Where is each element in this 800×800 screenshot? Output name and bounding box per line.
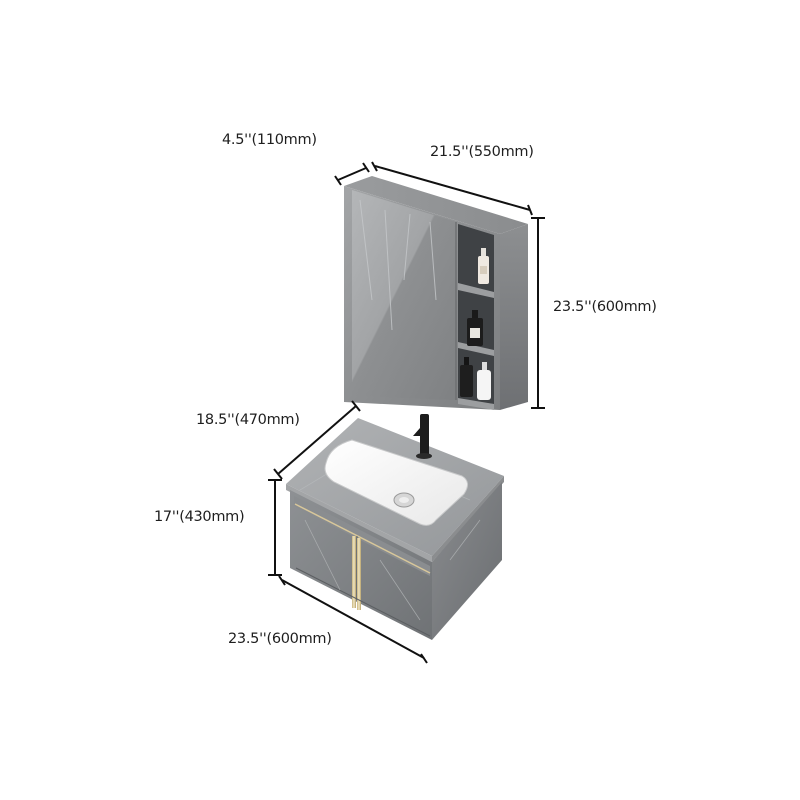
cabinet-top bbox=[344, 176, 528, 234]
mirror-depth-label: 4.5''(110mm) bbox=[222, 132, 317, 148]
shelf bbox=[458, 398, 494, 410]
door-handle[interactable] bbox=[357, 538, 361, 610]
door-handle[interactable] bbox=[352, 536, 356, 608]
faucet-icon[interactable] bbox=[413, 414, 432, 459]
vanity-height-label: 17''(430mm) bbox=[154, 509, 245, 525]
vanity-depth-line bbox=[277, 405, 357, 475]
gold-trim bbox=[294, 503, 431, 574]
mirror-width-label: 21.5''(550mm) bbox=[430, 144, 534, 160]
bottle-icon bbox=[477, 362, 491, 400]
bottle-icon bbox=[460, 357, 473, 397]
vanity-width-label: 23.5''(600mm) bbox=[228, 631, 332, 647]
bottle-icon bbox=[478, 248, 489, 284]
vanity-depth-label: 18.5''(470mm) bbox=[196, 412, 300, 428]
cabinet-side bbox=[500, 224, 528, 410]
bottle-icon bbox=[467, 310, 483, 346]
mirror-cabinet bbox=[344, 176, 528, 410]
vanity-cabinet bbox=[286, 414, 504, 640]
sink-basin bbox=[324, 439, 468, 526]
dimension-lines bbox=[268, 161, 545, 664]
shelf bbox=[458, 342, 494, 356]
mirror-depth-line bbox=[337, 167, 367, 181]
mirror-width-line bbox=[374, 165, 531, 211]
shelf bbox=[458, 283, 494, 298]
vanity-side bbox=[432, 482, 502, 640]
mirror-door bbox=[352, 190, 456, 400]
mirror-height-label: 23.5''(600mm) bbox=[553, 299, 657, 315]
vanity-width-line bbox=[281, 579, 425, 659]
